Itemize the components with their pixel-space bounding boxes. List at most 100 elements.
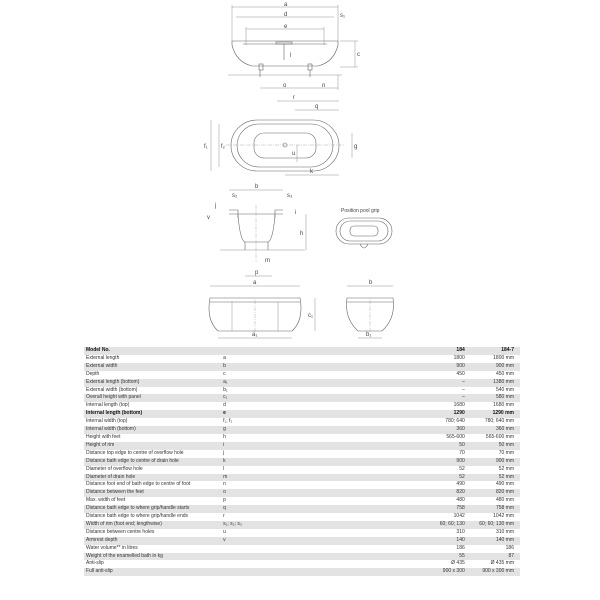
row-symbol: b₁ (223, 386, 228, 393)
row-label: Depth (86, 370, 100, 377)
value-184: 1042 (453, 513, 465, 520)
row-label: External width (bottom) (86, 386, 138, 393)
row-symbol: q (223, 505, 226, 512)
row-symbol (221, 347, 409, 355)
row-label: Internal width (bottom) (86, 426, 136, 433)
value-184-7: 780; 640 mm (484, 418, 514, 425)
row-symbol: p (223, 497, 226, 504)
value-184: 1800 (453, 354, 465, 361)
row-symbol (221, 553, 409, 561)
value-184: 52 (459, 465, 465, 472)
value-184-7: 1800 mm (493, 354, 514, 361)
dim-label-o: o (283, 83, 287, 89)
table-row: Distance bath edge to where grip/handle … (84, 505, 520, 514)
value-184: 360 (456, 426, 465, 433)
row-symbol: d (223, 402, 226, 409)
row-label: Distance top edge to centre of overflow … (86, 449, 184, 456)
row-label: Distance bath edge to where grip/handle … (86, 505, 190, 512)
dim-label-i: i (295, 210, 296, 216)
value-184: Ø 435 (451, 560, 465, 567)
row-symbol: e (223, 410, 226, 417)
dim-label-r: r (293, 95, 295, 101)
value-184: 820 (456, 489, 465, 496)
table-row: Distance foot end of bath edge to centre… (84, 481, 520, 489)
value-184: 70 (459, 449, 465, 456)
row-label: Distance bath edge to where grip/handle … (86, 513, 189, 520)
row-symbol: c₁ (223, 394, 228, 401)
value-184-7: 360 mm (495, 426, 514, 433)
end-panel-drawing: b b₁ (346, 280, 394, 339)
pool-grip-caption: Position pool grip (341, 208, 380, 214)
value-184-7: 1380 mm (493, 378, 514, 385)
row-symbol (221, 568, 409, 576)
value-184-7: 900 mm (495, 457, 514, 464)
value-184: 50 (459, 441, 465, 448)
dim-label-c: c (357, 52, 360, 58)
value-184: 55 (459, 552, 465, 559)
dim-label-k: k (310, 169, 314, 175)
value-184: 184 (456, 347, 465, 353)
row-label: Distance foot end of bath edge to centre… (86, 481, 191, 488)
dim-label-s1: s₁ (340, 13, 345, 19)
side-view-drawing: a d s₁ e l c o n (228, 2, 360, 90)
value-184: 480 (456, 497, 465, 504)
value-184: – (461, 386, 465, 393)
table-row: Anti-slip Ø 435 Ø 435 mm (84, 560, 520, 568)
row-symbol: f₁; f₂ (223, 418, 233, 425)
value-184-7: 52 mm (498, 473, 514, 480)
row-symbol: a₁ (223, 378, 228, 385)
technical-drawings: a d s₁ e l c o n r q f₁ f₂ g u k (204, 2, 394, 339)
dim-label-q: q (315, 104, 318, 110)
dim-label-s3: s₃ (287, 193, 293, 199)
row-symbol: s₁; s₂; s₃ (223, 520, 242, 527)
row-label: External length (bottom) (86, 378, 140, 385)
cross-section-drawing: b s₂ s₃ v j i h m p (207, 184, 307, 277)
value-184-7: 70 mm (498, 449, 514, 456)
value-184-7: 184-7 (501, 347, 514, 353)
row-symbol: g (223, 426, 226, 433)
table-row: Distance bath edge to centre of drain ho… (84, 457, 520, 466)
value-184-7: 450 mm (495, 370, 514, 377)
row-symbol: l (223, 465, 225, 472)
dim-label-j: j (214, 203, 216, 209)
row-label: Full anti-slip (86, 568, 113, 575)
dim-label-b1: b₁ (366, 332, 371, 338)
row-symbol: b (223, 362, 226, 369)
row-label: Anti-slip (86, 560, 104, 567)
dim-label-l: l (290, 53, 291, 59)
row-symbol: n (223, 481, 226, 488)
dim-label-u: u (292, 151, 295, 157)
value-184-7: 60; 60; 130 mm (479, 520, 514, 527)
row-symbol (221, 560, 409, 568)
dim-label-h: h (300, 231, 303, 237)
row-symbol: r (223, 513, 225, 520)
dim-label-f1: f₁ (204, 144, 208, 150)
dim-label-m: m (265, 258, 270, 264)
row-symbol: v (223, 536, 226, 543)
value-184: 450 (456, 370, 465, 377)
value-184: 1680 (453, 402, 465, 409)
dim-label-e: e (284, 24, 288, 30)
top-view-drawing: r q f₁ f₂ g u k (204, 95, 357, 176)
value-184-7: Ø 435 mm (490, 560, 514, 567)
value-184: 900 (456, 457, 465, 464)
table-row: Internal width (bottom) g 360 360 mm (84, 426, 520, 434)
value-184-7: 820 mm (495, 489, 514, 496)
dim-label-d: d (284, 12, 287, 18)
value-184: 565-600 (446, 433, 465, 440)
dim-label-p: p (255, 270, 259, 276)
value-184-7: 540 mm (495, 386, 514, 393)
